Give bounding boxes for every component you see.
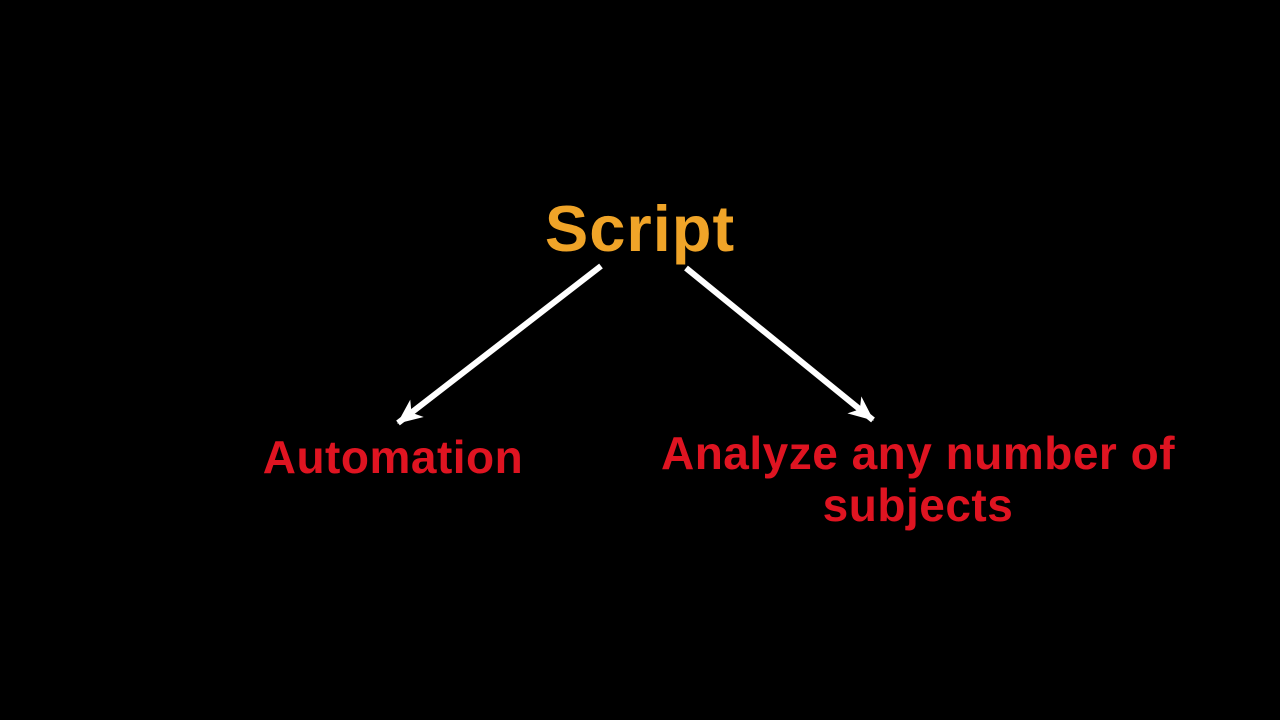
diagram-root-node: Script xyxy=(544,192,736,265)
diagram-child-automation: Automation xyxy=(262,431,524,483)
arrow-to-automation xyxy=(396,263,603,426)
diagram-child-analyze-subjects: Analyze any number of subjects xyxy=(660,427,1176,531)
arrow-to-analyze xyxy=(684,265,875,423)
